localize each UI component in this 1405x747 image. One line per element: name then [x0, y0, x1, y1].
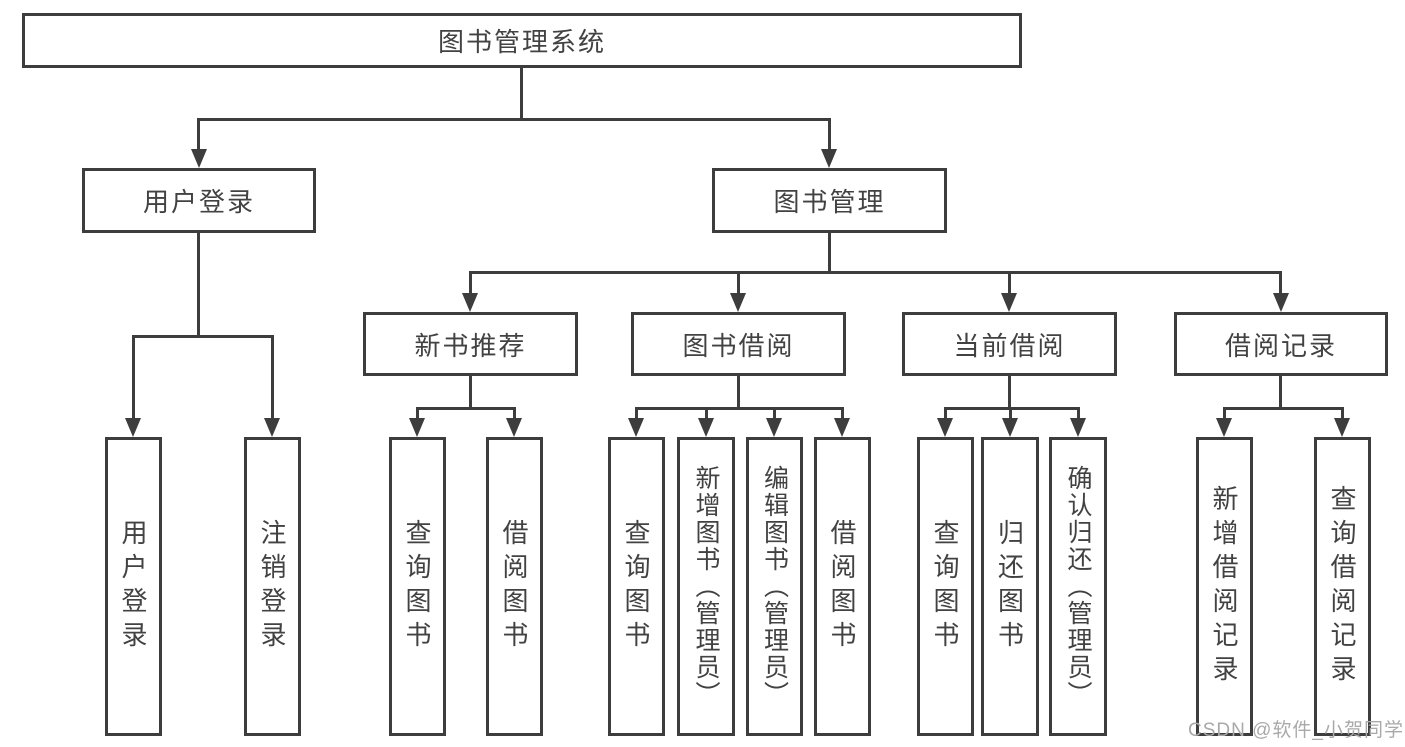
arrow-down-icon: [125, 418, 141, 437]
connector-line: [944, 407, 947, 419]
node-leaf-confirm-return-admin: 确认归还（管理员）: [1049, 437, 1107, 736]
connector-line: [1279, 271, 1282, 295]
node-leaf-query-books-2: 查询图书: [608, 437, 665, 736]
node-leaf-user-login: 用户登录: [105, 437, 162, 736]
connector-line: [469, 271, 1282, 274]
connector-line: [737, 376, 740, 408]
arrow-down-icon: [937, 418, 953, 437]
node-leaf-logout: 注销登录: [244, 437, 301, 736]
connector-line: [635, 407, 844, 410]
connector-line: [416, 407, 516, 410]
connector-line: [1008, 376, 1011, 408]
connector-line: [513, 407, 516, 419]
connector-line: [737, 271, 740, 295]
arrow-down-icon: [1216, 418, 1232, 437]
arrow-down-icon: [1334, 418, 1350, 437]
node-leaf-query-books-3: 查询图书: [917, 437, 974, 736]
connector-line: [635, 407, 638, 419]
node-leaf-query-borrow-record: 查询借阅记录: [1314, 437, 1371, 736]
connector-line: [132, 335, 135, 419]
connector-line: [469, 271, 472, 295]
arrow-down-icon: [462, 293, 478, 312]
connector-line: [197, 118, 831, 121]
arrow-down-icon: [264, 418, 280, 437]
connector-line: [828, 233, 831, 273]
node-leaf-borrow-books-2: 借阅图书: [814, 437, 871, 736]
connector-line: [828, 118, 831, 150]
arrow-down-icon: [628, 418, 644, 437]
node-leaf-edit-book-admin: 编辑图书（管理员）: [746, 437, 803, 736]
arrow-down-icon: [698, 418, 714, 437]
arrow-down-icon: [1273, 293, 1289, 312]
node-leaf-query-books-1: 查询图书: [389, 437, 446, 736]
connector-line: [841, 407, 844, 419]
arrow-down-icon: [506, 418, 522, 437]
connector-line: [944, 407, 1080, 410]
node-current-borrowing: 当前借阅: [902, 312, 1117, 376]
arrow-down-icon: [834, 418, 850, 437]
connector-line: [469, 376, 472, 408]
connector-line: [1341, 407, 1344, 419]
connector-line: [416, 407, 419, 419]
node-leaf-borrow-books-1: 借阅图书: [486, 437, 543, 736]
connector-line: [197, 233, 200, 336]
connector-line: [705, 407, 708, 419]
connector-line: [1279, 376, 1282, 408]
arrow-down-icon: [766, 418, 782, 437]
node-root-library-system: 图书管理系统: [22, 13, 1022, 68]
arrow-down-icon: [1070, 418, 1086, 437]
node-leaf-return-book: 归还图书: [981, 437, 1039, 736]
connector-line: [1077, 407, 1080, 419]
node-borrowing-records: 借阅记录: [1174, 312, 1388, 376]
connector-line: [1009, 407, 1012, 419]
node-new-book-recommend: 新书推荐: [363, 312, 578, 376]
connector-line: [132, 335, 274, 338]
node-book-borrowing: 图书借阅: [631, 312, 846, 376]
node-book-management: 图书管理: [712, 168, 947, 233]
connector-line: [271, 335, 274, 419]
connector-line: [1008, 271, 1011, 295]
node-user-login: 用户登录: [82, 168, 316, 233]
node-leaf-add-book-admin: 新增图书（管理员）: [677, 437, 735, 736]
arrow-down-icon: [1002, 418, 1018, 437]
connector-line: [773, 407, 776, 419]
connector-line: [197, 118, 200, 150]
arrow-down-icon: [1001, 293, 1017, 312]
arrow-down-icon: [821, 149, 837, 168]
node-leaf-add-borrow-record: 新增借阅记录: [1196, 437, 1253, 736]
connector-line: [1223, 407, 1344, 410]
arrow-down-icon: [191, 149, 207, 168]
arrow-down-icon: [409, 418, 425, 437]
connector-line: [520, 68, 523, 119]
arrow-down-icon: [730, 293, 746, 312]
csdn-watermark: CSDN @软件_小贺同学: [1188, 720, 1404, 741]
connector-line: [1223, 407, 1226, 419]
